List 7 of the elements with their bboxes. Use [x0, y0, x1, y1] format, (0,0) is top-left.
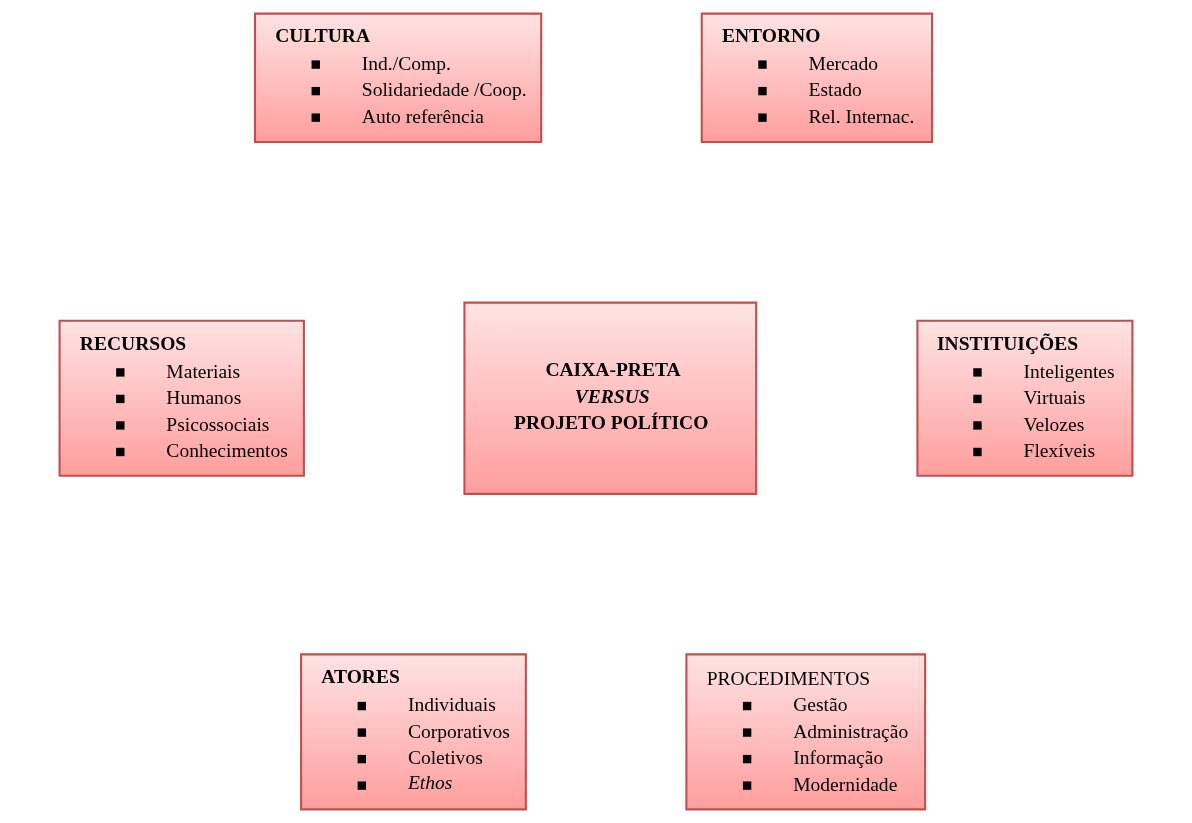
node-box: PROCEDIMENTOS Gestão Administração Informação Modernidade [685, 653, 927, 811]
node-box: CULTURA Ind./Comp. Solidariedade /Coop. Auto referência [254, 12, 543, 144]
node-box: CAIXA-PRETA VERSUS PROJETO POLÍTICO [463, 301, 758, 495]
node-box: ENTORNO Mercado Estado Rel. Internac. [700, 12, 934, 144]
node-box: INSTITUIÇÕES Inteligentes Virtuais Velozes Flexíveis [916, 319, 1134, 477]
node-box: ATORES Individuais Corporativos Coletivos Ethos [300, 653, 527, 811]
node-box: RECURSOS Materiais Humanos Psicossociais Conhecimentos [58, 319, 305, 477]
